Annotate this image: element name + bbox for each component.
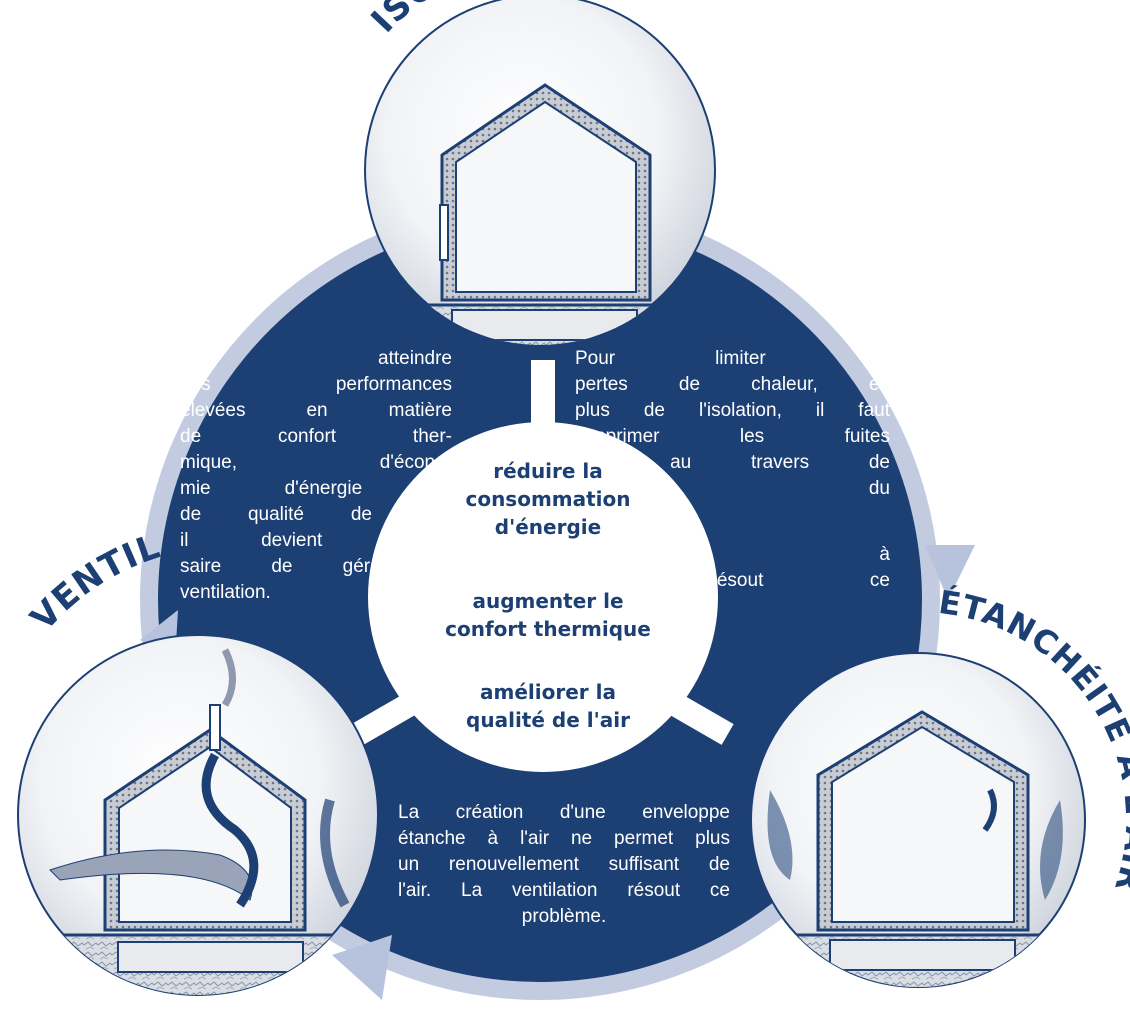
right-paragraph-line: pertes de chaleur, en (575, 374, 890, 395)
isolation-result-paragraph: La création d'une enveloppe étanche à l'a… (398, 800, 730, 930)
goal-energy-line-1: réduire la (493, 459, 603, 483)
goal-energy-line-3: d'énergie (494, 515, 602, 539)
right-paragraph-line: plus de l'isolation, il faut (575, 400, 890, 421)
left-paragraph-line: de confort ther- (180, 426, 452, 447)
goal-comfort: augmenter le confort thermique (428, 587, 668, 643)
arrowhead-bottom (332, 935, 392, 1000)
goal-air-line-2: qualité de l'air (466, 708, 630, 732)
goal-air-quality: améliorer la qualité de l'air (428, 678, 668, 734)
goal-energy: réduire la consommation d'énergie (428, 457, 668, 541)
isolation-bubble (364, 0, 716, 346)
right-paragraph-line: l'enveloppe du (575, 478, 890, 499)
right-paragraph-line: Pour limiter les (575, 348, 890, 369)
goal-air-line-1: améliorer la (480, 680, 616, 704)
goal-energy-line-2: consommation (465, 487, 631, 511)
goal-comfort-line-1: augmenter le (472, 589, 624, 613)
arrowhead-right (925, 545, 975, 600)
etancheite-paragraph: Pour limiter les pertes de chaleur, en plu… (575, 346, 890, 620)
ventilation-bubble (17, 634, 379, 996)
goal-comfort-line-2: confort thermique (445, 617, 651, 641)
right-paragraph-line: supprimer les fuites (575, 426, 890, 447)
bottom-paragraph-line: étanche à l'air ne permet plus (398, 828, 730, 849)
etancheite-bubble (750, 652, 1086, 988)
left-paragraph-line: élevées en matière (180, 400, 452, 421)
bottom-paragraph-line: l'air. La ventilation résout ce (398, 880, 730, 901)
ventilation-paragraph: Pour atteindre des performances élevées en… (180, 346, 452, 606)
bottom-paragraph-line: un renouvellement suffisant de (398, 854, 730, 875)
left-paragraph-line: Pour atteindre (180, 348, 452, 369)
right-paragraph-line: bâtiment. (575, 504, 654, 525)
right-paragraph-line: problème. (575, 596, 660, 617)
left-paragraph-line: saire de gérer la (180, 556, 452, 577)
right-paragraph-line: d'air au travers de (575, 452, 890, 473)
left-paragraph-line: mique, d'écono- (180, 452, 452, 473)
center-circle (368, 422, 718, 772)
right-paragraph-line: L'étanchéité à (575, 544, 890, 565)
right-paragraph-line: l'air résout ce (575, 570, 890, 591)
left-paragraph-line: ventilation. (180, 582, 271, 603)
bottom-paragraph-line: problème. (521, 906, 607, 927)
bottom-paragraph-line: La création d'une enveloppe (398, 802, 730, 823)
left-paragraph-line: de qualité de l'air, (180, 504, 452, 525)
left-paragraph-line: des performances (180, 374, 452, 395)
left-paragraph-line: mie d'énergie et (180, 478, 452, 499)
left-paragraph-line: il devient nécés- (180, 530, 452, 551)
